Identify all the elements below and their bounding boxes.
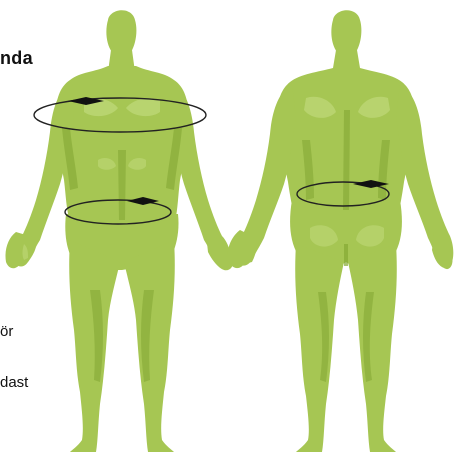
front-left-leg (69, 240, 120, 452)
front-right-leg (124, 240, 175, 452)
back-figure (228, 10, 454, 452)
front-figure (5, 10, 233, 452)
front-head (106, 10, 136, 56)
